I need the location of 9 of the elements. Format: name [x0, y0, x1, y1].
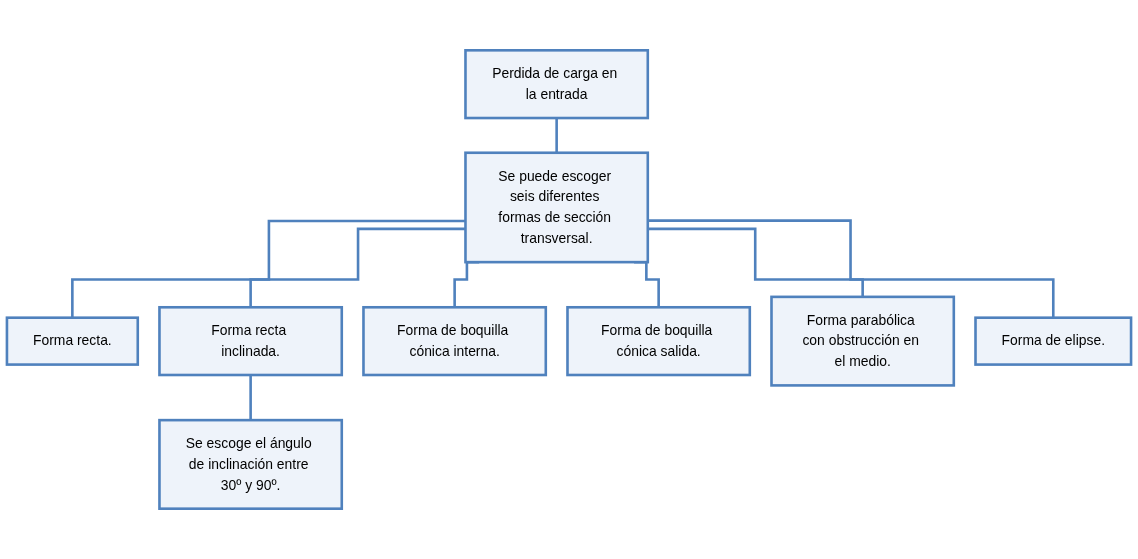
node-box: Forma de elipse.: [974, 316, 1133, 366]
node-box: Se escoge el ángulo de inclinación entre 30º y 90º.: [158, 418, 344, 510]
node-box: Se puede escoger seis diferentes formas de sección transversal.: [464, 151, 650, 264]
node-box: Forma de boquilla cónica interna.: [362, 305, 548, 377]
node-box: Forma de boquilla cónica salida.: [566, 305, 752, 377]
node-box: Forma recta inclinada.: [158, 305, 344, 377]
node-box: Forma parabólica con obstrucción en el medio.: [770, 295, 956, 387]
node-box: Perdida de carga en la entrada: [464, 49, 650, 120]
node-box: Forma recta.: [5, 316, 140, 366]
